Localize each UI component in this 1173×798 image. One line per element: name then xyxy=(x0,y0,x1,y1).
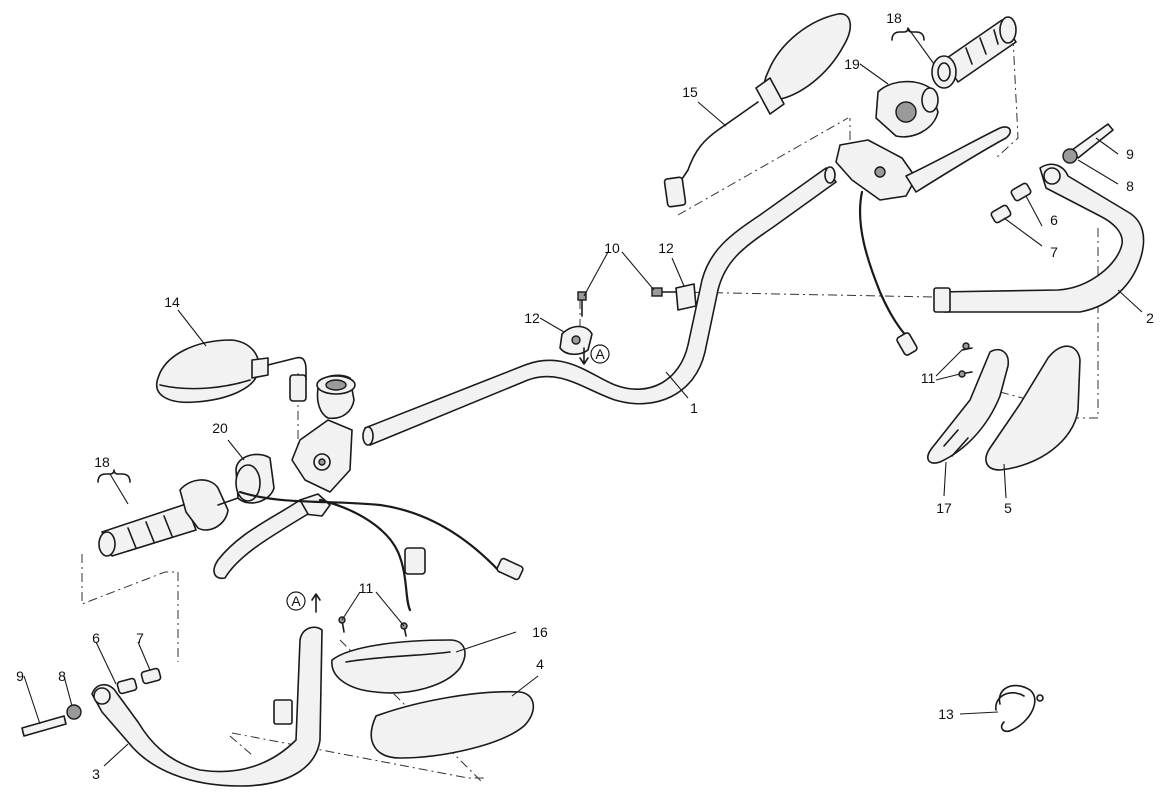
callout-6: 6 xyxy=(92,630,100,646)
callouts: 1 2 3 4 5 6 6 7 7 8 8 9 9 10 11 11 12 12… xyxy=(16,10,1154,782)
cable-clip[interactable] xyxy=(995,684,1044,733)
right-mirror[interactable] xyxy=(663,13,851,208)
left-deflector[interactable] xyxy=(331,639,466,694)
callout-1: 1 xyxy=(690,400,698,416)
right-brake-lever[interactable] xyxy=(835,126,1012,356)
callout-20: 20 xyxy=(212,420,228,436)
callout-5: 5 xyxy=(1004,500,1012,516)
callout-12: 12 xyxy=(658,240,674,256)
reference-arrow xyxy=(311,593,321,613)
callout-14: 14 xyxy=(164,294,180,310)
left-handguard-bracket[interactable] xyxy=(91,626,323,787)
right-handguard-shell[interactable] xyxy=(985,345,1081,471)
reference-arrow xyxy=(579,347,589,365)
handlebar-clamps[interactable] xyxy=(559,283,697,356)
left-handguard-shell[interactable] xyxy=(370,690,535,759)
left-mirror[interactable] xyxy=(155,339,307,404)
callout-2: 2 xyxy=(1146,310,1154,326)
assembly-lines xyxy=(81,17,1099,783)
right-hardware[interactable] xyxy=(990,123,1114,224)
callout-15: 15 xyxy=(682,84,698,100)
callout-17: 17 xyxy=(936,500,952,516)
right-handguard-bracket[interactable] xyxy=(933,163,1145,313)
callout-18: 18 xyxy=(94,454,110,470)
left-grip-brace xyxy=(97,469,131,483)
right-grip-brace xyxy=(891,27,925,41)
callout-8: 8 xyxy=(58,668,66,684)
handlebar-tube[interactable] xyxy=(362,166,837,446)
callout-16: 16 xyxy=(532,624,548,640)
master-cylinder[interactable] xyxy=(213,374,356,580)
callout-11: 11 xyxy=(359,580,374,596)
reference-mark-a-bracket: A xyxy=(286,591,306,611)
svg-text:A: A xyxy=(291,593,301,609)
right-deflector[interactable] xyxy=(927,348,1010,464)
callout-18: 18 xyxy=(886,10,902,26)
callout-12: 12 xyxy=(524,310,540,326)
callout-9: 9 xyxy=(16,668,24,684)
callout-19: 19 xyxy=(844,56,860,72)
callout-10: 10 xyxy=(604,240,620,256)
left-wiring xyxy=(238,490,524,612)
callout-7: 7 xyxy=(1050,244,1058,260)
callout-9: 9 xyxy=(1126,146,1134,162)
callout-6: 6 xyxy=(1050,212,1058,228)
leader-lines xyxy=(23,27,1143,767)
callout-3: 3 xyxy=(92,766,100,782)
right-switch-block[interactable] xyxy=(875,80,939,138)
callout-8: 8 xyxy=(1126,178,1134,194)
callout-11: 11 xyxy=(921,370,936,386)
callout-4: 4 xyxy=(536,656,544,672)
left-hardware[interactable] xyxy=(21,667,162,737)
left-grip[interactable] xyxy=(98,479,239,557)
right-grip[interactable] xyxy=(931,16,1017,89)
reference-mark-a-clamp: A xyxy=(590,344,610,364)
callout-7: 7 xyxy=(136,630,144,646)
callout-13: 13 xyxy=(938,706,954,722)
svg-text:A: A xyxy=(595,346,605,362)
